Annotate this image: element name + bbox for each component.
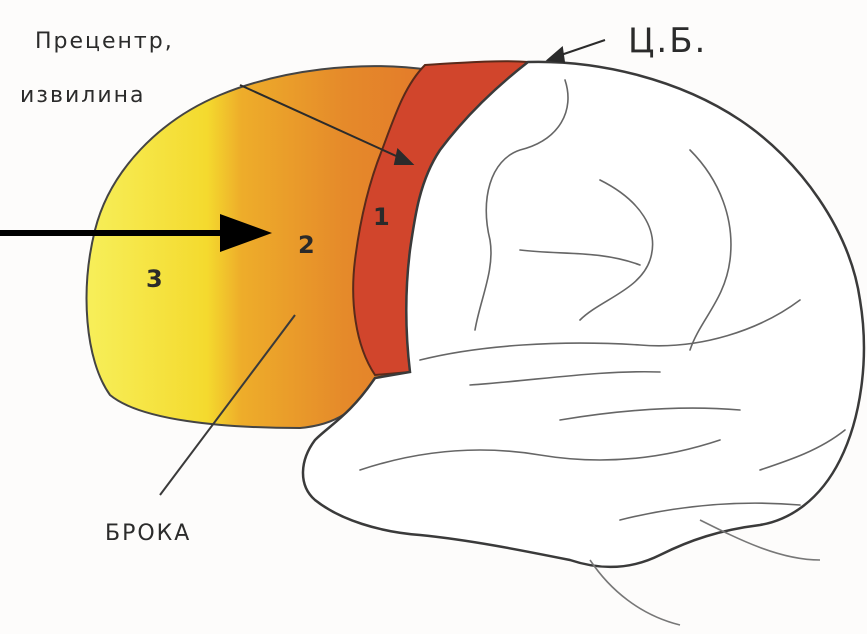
region-number-2: 2 (298, 231, 315, 259)
region-number-3: 3 (146, 265, 163, 293)
central-sulcus-label: Ц.Б. (628, 21, 707, 61)
central-sulcus-leader (548, 40, 605, 62)
region-number-1: 1 (373, 203, 390, 231)
broca-label: БРОКА (105, 521, 191, 546)
precentral-label-line2: извилина (20, 83, 145, 108)
precentral-label-line1: Прецентр, (35, 29, 174, 54)
